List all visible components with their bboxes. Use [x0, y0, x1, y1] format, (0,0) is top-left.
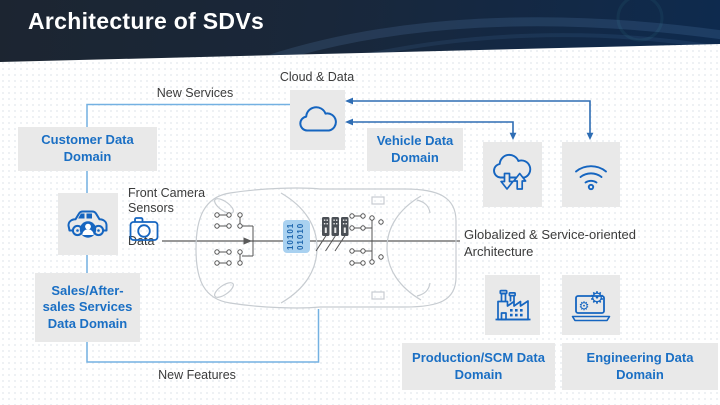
- cloud-box: [290, 90, 345, 150]
- engineering-data-domain-label: Engineering Data Domain: [586, 349, 694, 382]
- cloud-upload-download-icon: [492, 153, 531, 190]
- connected-car-box: [58, 193, 118, 255]
- production-data-domain-box: Production/SCM Data Domain: [402, 343, 555, 390]
- engineering-tools-box: ⚙ ⚙: [562, 275, 620, 335]
- cloud-icon: [298, 106, 337, 132]
- new-services-label: New Services: [156, 86, 234, 100]
- vehicle-data-domain-box: Vehicle Data Domain: [367, 128, 463, 171]
- data-flow-arrowhead-icon: [243, 237, 252, 245]
- new-features-label: New Features: [158, 368, 236, 382]
- sales-data-domain-box: Sales/After-sales Services Data Domain: [35, 273, 140, 342]
- cloud-sync-box: [483, 142, 542, 207]
- production-data-domain-label: Production/SCM Data Domain: [412, 349, 545, 382]
- laptop-gears-icon: ⚙ ⚙: [571, 288, 611, 321]
- vehicle-data-domain-label: Vehicle Data Domain: [376, 132, 454, 165]
- customer-data-domain-label: Customer Data Domain: [41, 132, 134, 164]
- camera-icon: [129, 217, 159, 241]
- binary-data-chip-text: 10101 01010: [286, 222, 306, 251]
- customer-data-domain-box: Customer Data Domain: [18, 127, 157, 171]
- svg-text:⚙: ⚙: [589, 288, 604, 308]
- binary-data-chip: 10101 01010: [283, 220, 310, 253]
- front-camera-sensors-label: Front Camera Sensors: [128, 186, 206, 215]
- car-user-icon: [67, 210, 108, 238]
- sales-data-domain-label: Sales/After-sales Services Data Domain: [42, 282, 133, 331]
- globalized-architecture-label: Globalized & Service-oriented Architectu…: [464, 227, 636, 259]
- page-title: Architecture of SDVs: [28, 8, 265, 34]
- car-top-view: [195, 187, 457, 309]
- engineering-data-domain-box: Engineering Data Domain: [562, 343, 718, 390]
- factory-icon: [495, 289, 530, 320]
- factory-box: [485, 275, 540, 335]
- wifi-box: [562, 142, 620, 207]
- sensor-network: [214, 212, 384, 266]
- wifi-icon: [575, 165, 607, 191]
- cloud-data-label: Cloud & Data: [279, 70, 355, 84]
- svg-text:⚙: ⚙: [579, 299, 590, 313]
- data-label: Data: [128, 234, 155, 248]
- ecu-server-icons: [315, 217, 349, 252]
- service-loop-connector: [86, 103, 320, 363]
- cloud-link-arrows: [345, 97, 594, 140]
- header-decoration: [248, 0, 720, 62]
